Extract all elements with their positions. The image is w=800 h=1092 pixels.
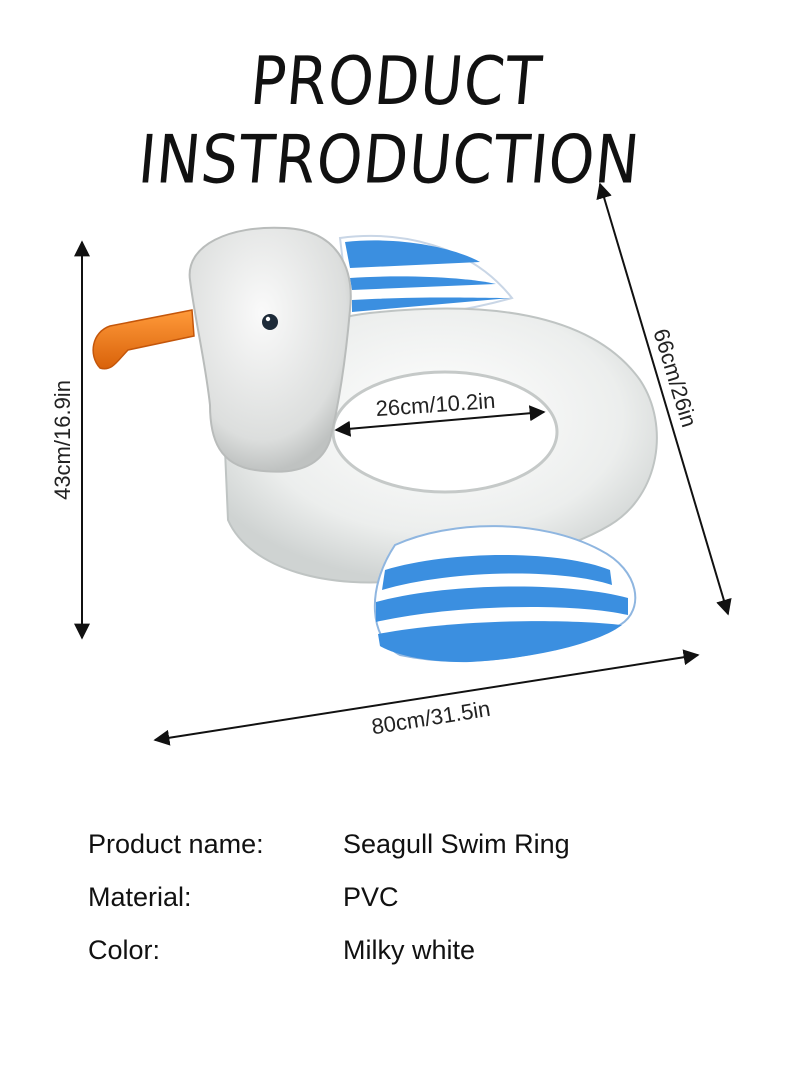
spec-row-product-name: Product name: Seagull Swim Ring [88,818,728,871]
spec-label: Product name: [88,829,264,859]
inner-arrow [334,405,546,437]
width-label: 80cm/31.5in [370,696,492,739]
spec-label: Material: [88,882,192,912]
spec-value: Seagull Swim Ring [343,829,570,859]
product-figure: 43cm/16.9in 26cm/10.2in 66cm/26in 80cm/3… [50,182,732,746]
seagull-head [188,226,352,473]
depth-label: 66cm/26in [648,326,702,430]
spec-label: Color: [88,935,161,965]
spec-value: Milky white [343,935,476,965]
spec-row-color: Color: Milky white [88,924,728,977]
spec-list: Product name: Seagull Swim Ring Material… [88,818,728,977]
seagull-beak [92,309,195,370]
front-wing [374,525,637,663]
seagull-eye [262,314,278,330]
ring-hole [331,370,559,494]
spec-row-material: Material: PVC [88,871,728,924]
height-label: 43cm/16.9in [50,380,75,500]
back-wing [338,235,514,322]
width-arrow [153,649,700,746]
spec-value: PVC [343,882,399,912]
swim-ring-illustration [92,226,658,663]
depth-arrow [596,182,732,616]
